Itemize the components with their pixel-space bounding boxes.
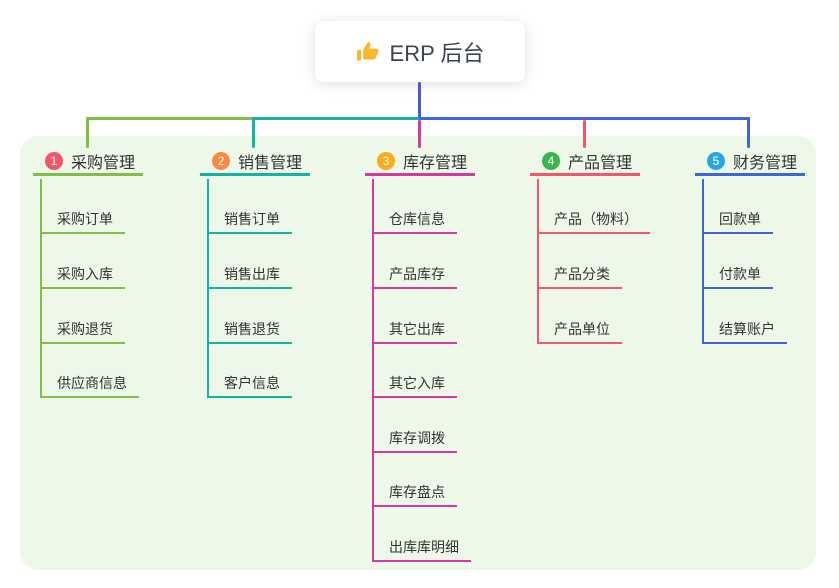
connector-root-vertical [418,82,421,120]
branch-label: 库存管理 [403,154,468,172]
branch-children-connector [372,179,374,562]
connector-horizontal-mid [252,117,420,120]
branch-number-badge: 5 [707,151,725,170]
branch-node-inventory[interactable]: 3 库存管理 [365,148,475,176]
branch-inventory: 3 库存管理 仓库信息 产品库存 其它出库 其它入库 库存调拨 库存盘点 出库库… [365,148,595,562]
branch-product: 4 产品管理 产品（物料） 产品分类 产品单位 [530,148,760,344]
child-node[interactable]: 产品库存 [372,261,457,289]
branch-label: 财务管理 [733,154,798,172]
connector-drop-branch5 [747,117,750,148]
child-node[interactable]: 供应商信息 [40,370,139,398]
branch-children-connector [702,179,704,344]
branch-node-finance[interactable]: 5 财务管理 [695,148,805,176]
child-node[interactable]: 结算账户 [702,316,787,344]
child-node[interactable]: 销售退货 [207,316,292,344]
branch-label: 销售管理 [238,154,303,172]
child-node[interactable]: 产品单位 [537,316,622,344]
child-node[interactable]: 产品分类 [537,261,622,289]
child-node[interactable]: 回款单 [702,206,773,234]
branch-finance: 5 财务管理 回款单 付款单 结算账户 [695,148,839,344]
branch-node-sales[interactable]: 2 销售管理 [200,148,310,176]
child-node[interactable]: 其它入库 [372,370,457,398]
child-node[interactable]: 出库库明细 [372,534,471,562]
child-node[interactable]: 付款单 [702,261,773,289]
branch-number-badge: 2 [212,151,230,170]
connector-horizontal-left [86,117,253,120]
connector-horizontal-right [419,117,750,120]
connector-drop-branch1 [86,117,89,148]
child-node[interactable]: 库存盘点 [372,479,457,507]
child-node[interactable]: 其它出库 [372,316,457,344]
child-node[interactable]: 销售订单 [207,206,292,234]
child-node[interactable]: 客户信息 [207,370,292,398]
branch-node-product[interactable]: 4 产品管理 [530,148,640,176]
child-node[interactable]: 库存调拨 [372,425,457,453]
child-node[interactable]: 仓库信息 [372,206,457,234]
connector-drop-branch4 [583,120,586,148]
child-node[interactable]: 采购入库 [40,261,125,289]
branch-number-badge: 1 [45,151,63,170]
child-node[interactable]: 采购退货 [40,316,125,344]
child-node[interactable]: 采购订单 [40,206,125,234]
child-node[interactable]: 产品（物料） [537,206,650,234]
branch-label: 产品管理 [568,154,633,172]
root-label: ERP 后台 [389,40,485,66]
connector-drop-branch2 [252,117,255,148]
connector-drop-branch3 [418,120,421,148]
branch-number-badge: 4 [542,151,560,170]
branch-node-purchase[interactable]: 1 采购管理 [33,148,143,176]
root-node[interactable]: ERP 后台 [315,21,525,82]
branch-purchase: 1 采购管理 采购订单 采购入库 采购退货 供应商信息 [33,148,263,398]
branch-number-badge: 3 [377,151,395,170]
child-node[interactable]: 销售出库 [207,261,292,289]
branch-sales: 2 销售管理 销售订单 销售出库 销售退货 客户信息 [200,148,430,398]
branch-children-connector [537,179,539,344]
thumbs-up-icon [356,40,380,64]
branch-label: 采购管理 [71,154,136,172]
mindmap-background-panel [20,136,816,570]
